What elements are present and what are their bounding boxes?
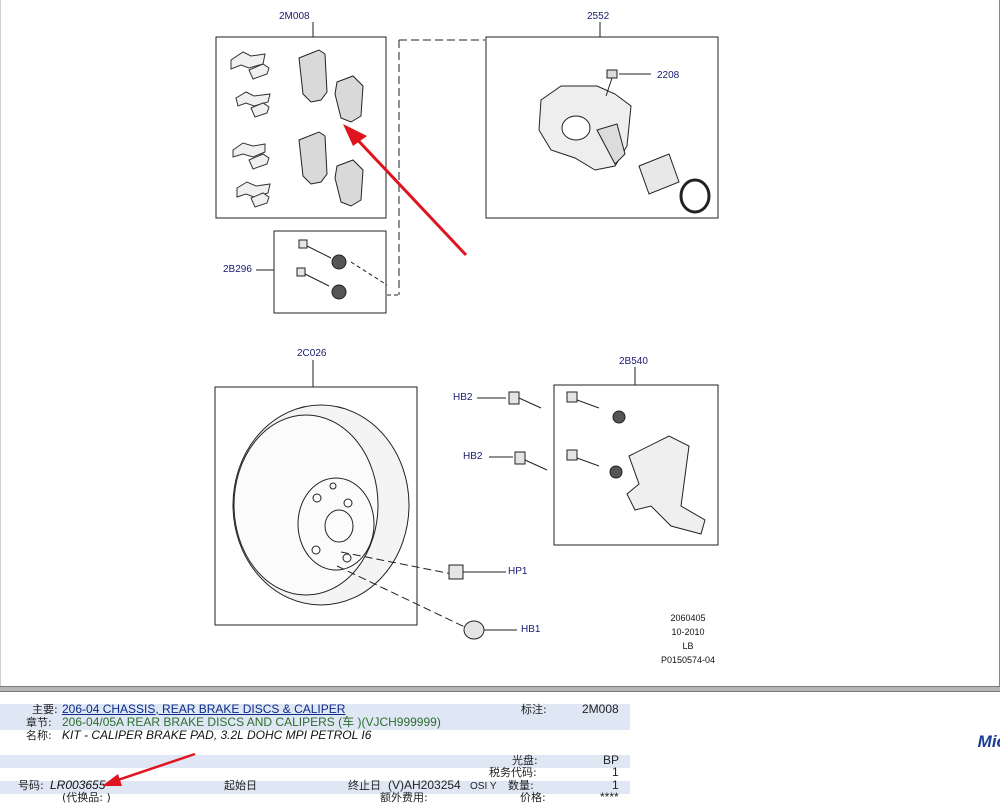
caliper-frame [485,36,719,219]
section-label: 章节: [26,716,52,729]
red-arrow-partno-icon [102,752,196,786]
pad-kit-frame [215,36,387,219]
callout-pad-kit[interactable]: 2M008 [279,11,310,22]
tax-label: 税务代码: [489,766,537,779]
section-link[interactable]: 206-04/05A REAR BRAKE DISCS AND CALIPERS… [62,715,441,729]
caliper-body-icon [538,85,632,171]
name-label: 名称: [26,729,52,742]
quantity-label: 数量: [508,779,534,792]
brake-pads-icon [298,49,364,207]
callout-hp1[interactable]: HP1 [508,566,528,577]
info-band [0,704,630,717]
replacement-label: (代换品: ) [62,791,111,804]
info-band [0,781,630,794]
part-info-panel: 主要: 206-04 CHASSIS, REAR BRAKE DISCS & C… [0,692,1000,804]
info-band [0,717,630,730]
pad-clips-icon [230,51,271,208]
callout-hb2-bottom[interactable]: HB2 [463,451,483,462]
end-date-label: 终止日 [348,779,381,792]
part-name: KIT - CALIPER BRAKE PAD, 3.2L DOHC MPI P… [62,728,372,742]
stamp-ref: P0150574-04 [660,655,716,665]
callout-pin-kit[interactable]: 2B296 [223,264,252,275]
info-band [0,755,630,768]
callout-hb1[interactable]: HB1 [521,624,541,635]
bracket-bolts-icon [477,391,626,479]
callout-bracket[interactable]: 2B540 [619,356,648,367]
parts-diagram: 2M008 2552 2208 2B296 2C026 2B540 HB2 HB… [0,0,1000,690]
callout-hb2-top[interactable]: HB2 [453,392,473,403]
red-arrow-pads-icon [343,124,468,257]
brake-disc-icon [232,404,410,606]
caliper-bracket-icon [626,435,706,535]
disc-frame [214,386,418,626]
stamp-code: 2060405 [670,613,706,623]
part-number-label: 号码: [18,779,44,792]
start-date-label: 起始日 [224,779,257,792]
part-number-value[interactable]: LR003655 [50,778,106,792]
end-date-value: (V)AH203254 [388,778,461,792]
stamp-date: 10-2010 [671,627,705,637]
panel-divider[interactable] [0,686,1000,692]
callout-bleeder[interactable]: 2208 [657,70,680,81]
bracket-frame [553,384,719,546]
group-link[interactable]: 206-04 CHASSIS, REAR BRAKE DISCS & CALIP… [62,702,346,716]
piston-icon [638,153,711,214]
callout-caliper[interactable]: 2552 [587,11,610,22]
brake-exploded-view [214,22,719,640]
disc-screw-icon [463,620,517,640]
mark-label: 标注: [521,703,547,716]
price-label: 价格: [520,791,546,804]
bleeder-screw-icon [605,69,651,97]
pin-kit-frame [273,230,387,314]
guide-pins-icon [296,239,347,300]
hub-nut-icon [448,564,506,580]
brand-logo: Mic [977,732,1000,751]
mark-value: 2M008 [582,702,619,716]
group-label: 主要: [32,703,58,716]
disc-label: 光盘: [512,754,538,767]
extra-cost-label: 额外费用: [380,791,428,804]
callout-disc[interactable]: 2C026 [297,348,327,359]
stamp-side: LB [682,641,694,651]
tax-value: 1 [612,765,619,779]
disc-value: BP [603,753,620,767]
quantity-value: 1 [612,778,619,792]
price-value: **** [600,790,619,804]
osiy-flag: OSI Y [470,781,497,792]
